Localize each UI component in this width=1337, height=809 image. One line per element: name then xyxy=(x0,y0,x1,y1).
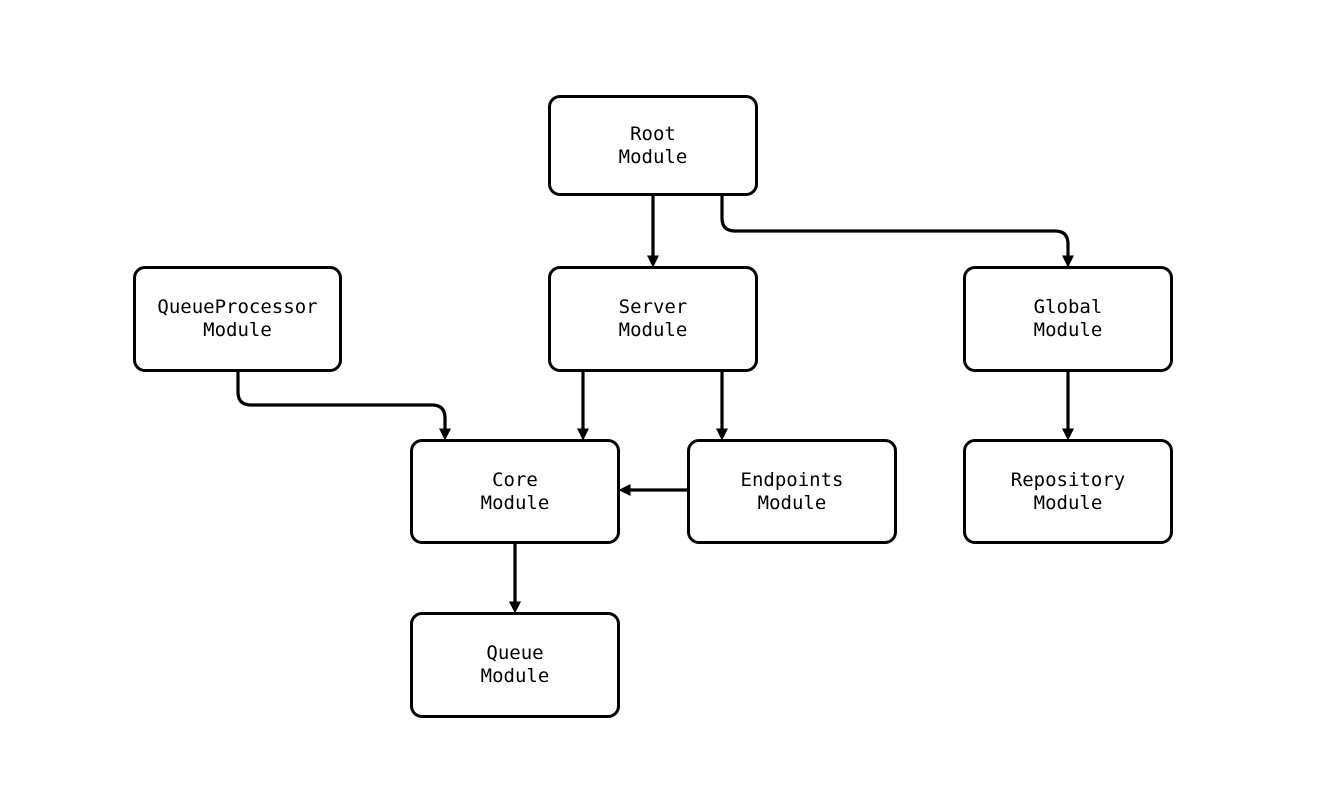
core-module-node[interactable]: Core Module xyxy=(410,439,620,544)
node-label-line1: QueueProcessor xyxy=(157,296,318,318)
node-label-line1: Queue xyxy=(486,642,544,664)
edge-root-to-global xyxy=(720,196,1074,268)
node-label-line2: Module xyxy=(480,491,550,514)
node-label-line2: Module xyxy=(618,145,688,168)
node-label-line1: Root xyxy=(630,122,676,145)
endpoints-module-node[interactable]: Endpoints Module xyxy=(687,439,897,544)
node-label-line1: Server xyxy=(618,296,688,318)
node-label-line2: Module xyxy=(1033,319,1103,341)
repository-module-node[interactable]: Repository Module xyxy=(963,439,1173,544)
server-module-node[interactable]: Server Module xyxy=(548,266,758,372)
node-label-line2: Module xyxy=(1033,491,1103,514)
node-label-line2: Module xyxy=(757,491,827,514)
node-label-line1: Core xyxy=(492,468,538,491)
queue-module-node[interactable]: Queue Module xyxy=(410,612,620,718)
node-label-line2: Module xyxy=(203,319,272,341)
node-label-line1: Global xyxy=(1033,296,1103,318)
node-label-line2: Module xyxy=(480,665,550,687)
node-label-line1: Repository xyxy=(1010,468,1126,491)
root-module-node[interactable]: Root Module xyxy=(548,95,758,196)
node-label-line1: Endpoints xyxy=(740,468,844,491)
global-module-node[interactable]: Global Module xyxy=(963,266,1173,372)
queueprocessor-module-node[interactable]: QueueProcessor Module xyxy=(133,266,342,372)
edge-queueprocessor-to-core xyxy=(236,372,451,441)
node-label-line2: Module xyxy=(618,319,688,341)
